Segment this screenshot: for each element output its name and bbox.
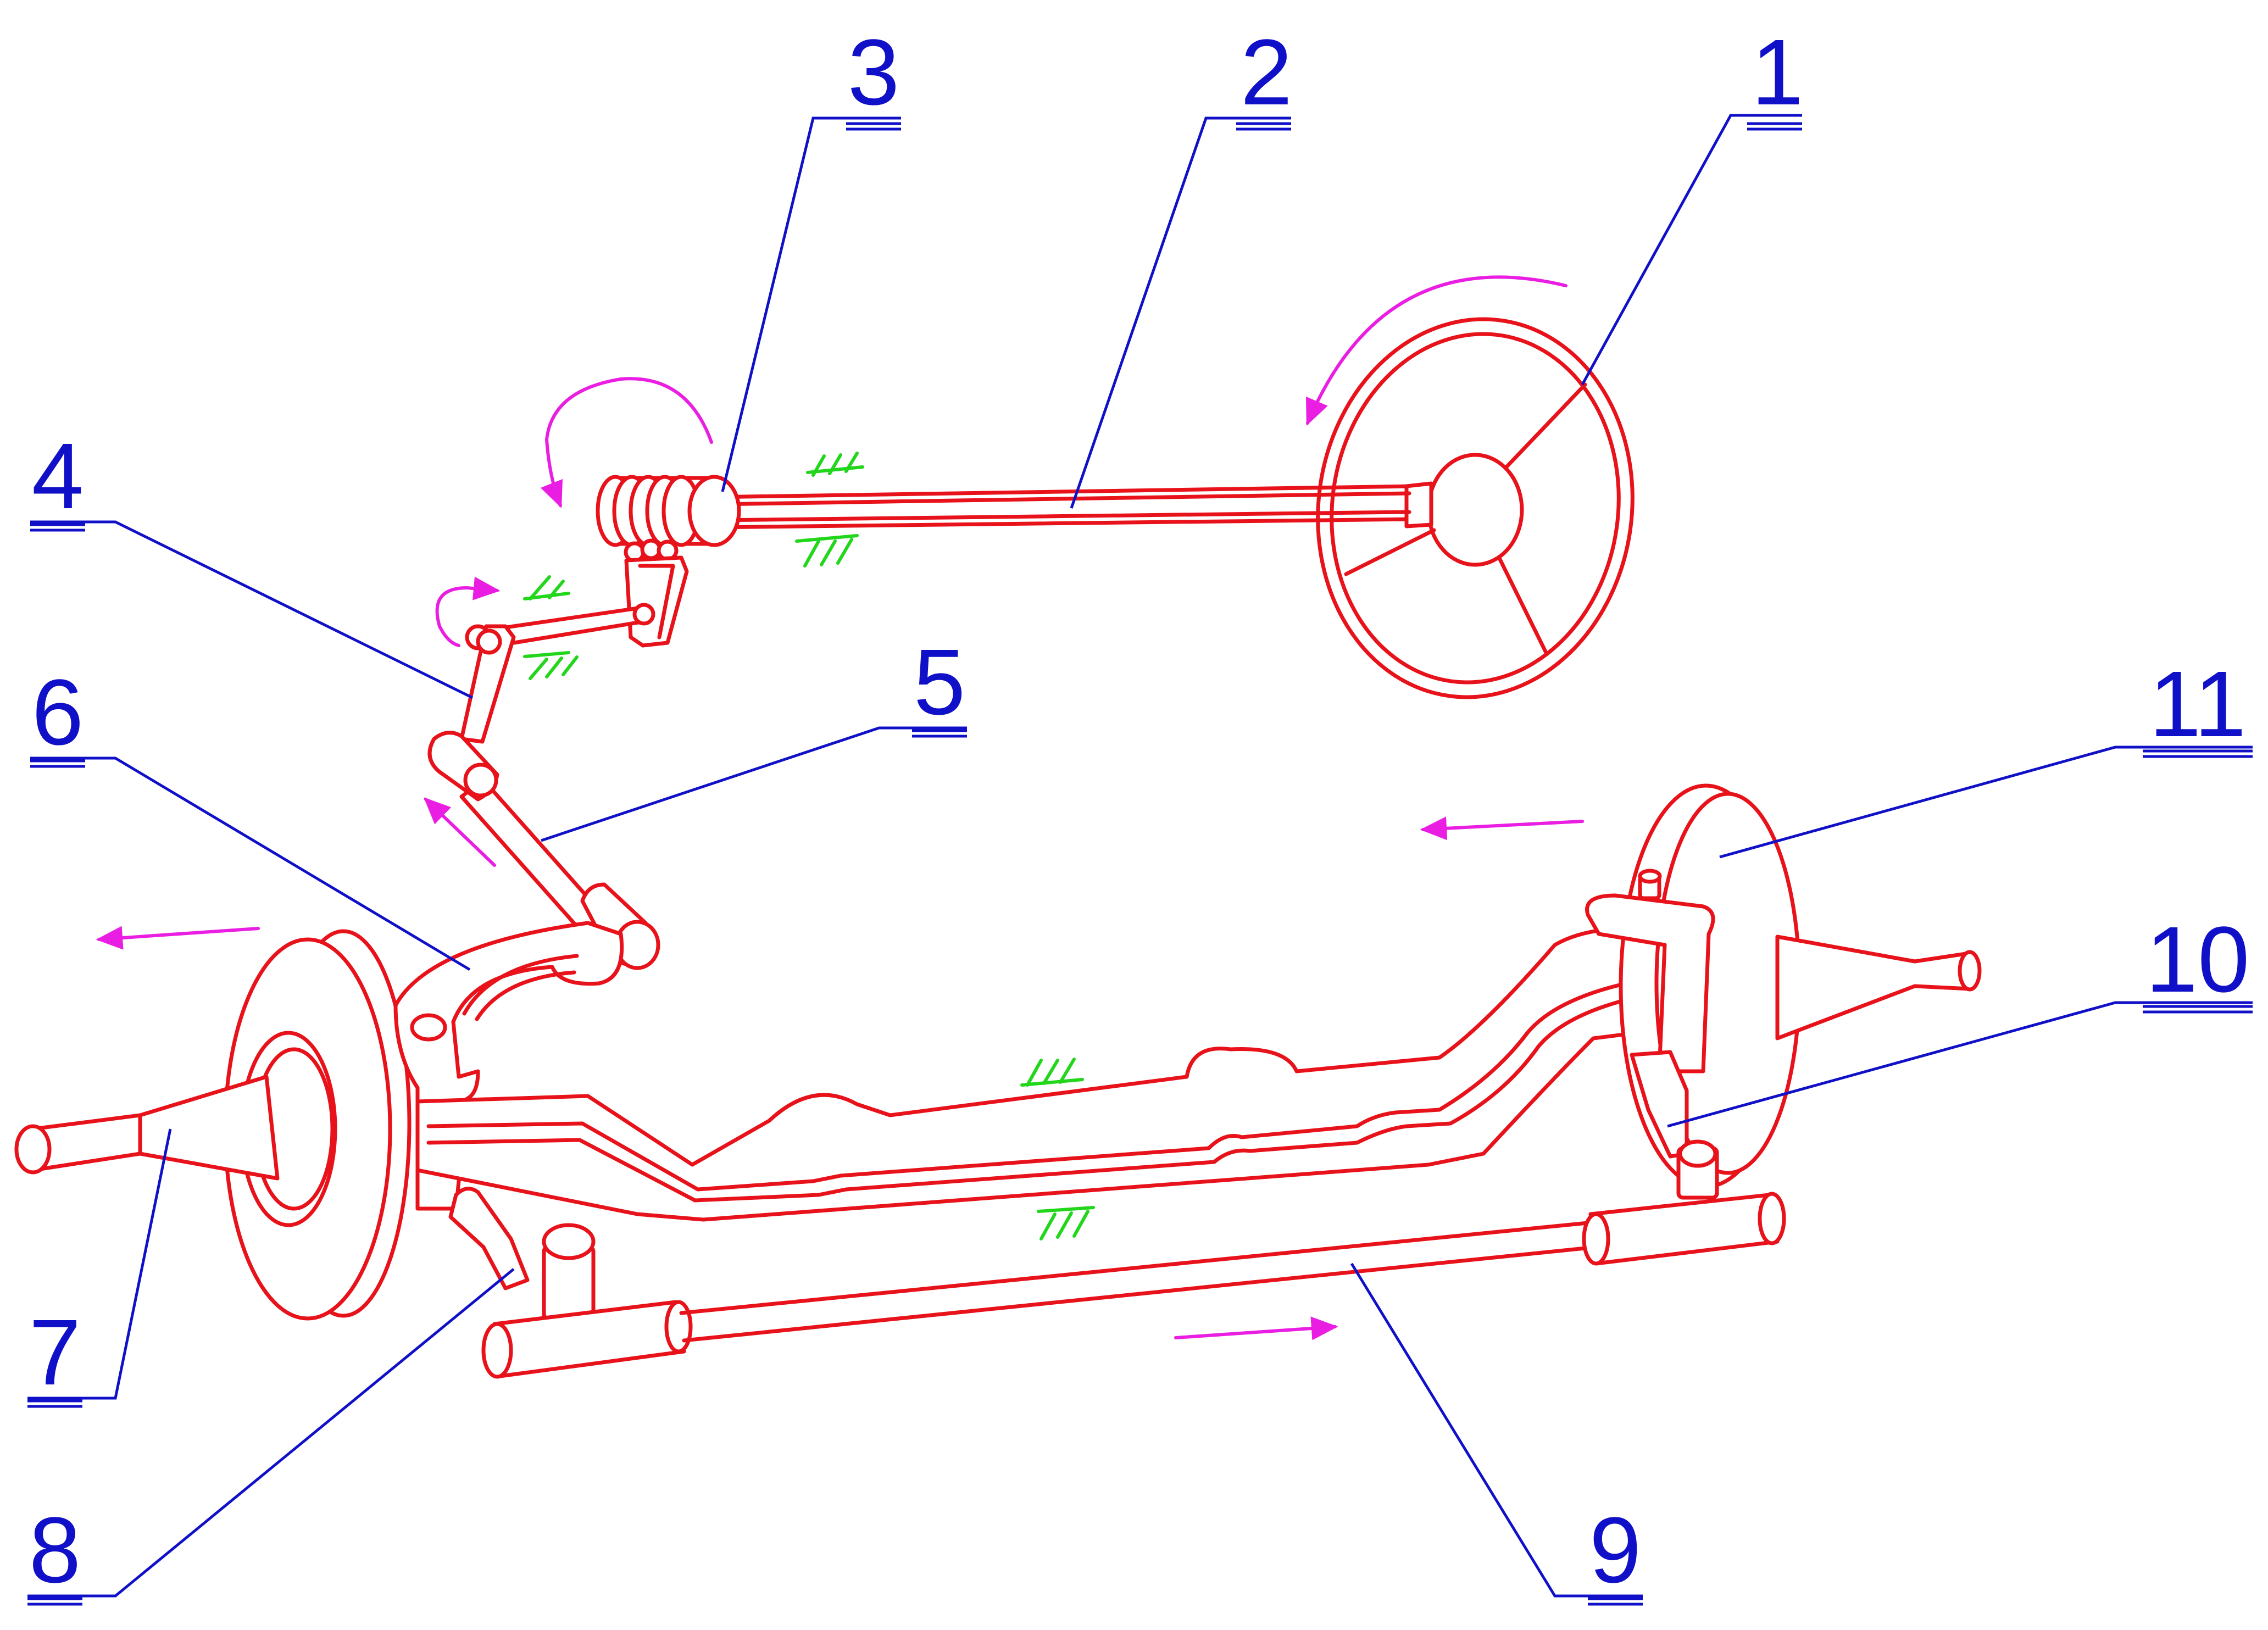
leader-6 — [30, 756, 471, 971]
tie-rod — [481, 1192, 1786, 1379]
callout-2: 2 — [1241, 20, 1293, 125]
left-wheel-hub — [14, 929, 412, 1321]
rotation-arrow-steering-gear — [540, 377, 713, 509]
callout-8: 8 — [29, 1498, 81, 1603]
translation-arrow-left-wheel — [96, 926, 260, 950]
leader-1 — [1581, 114, 1802, 386]
leader-5 — [541, 726, 967, 842]
callout-leaders — [27, 114, 2253, 1598]
callout-1: 1 — [1752, 20, 1804, 125]
translation-arrow-right-wheel — [1420, 816, 1584, 841]
steering-wheel — [1316, 317, 1635, 699]
rotation-arrow-pitman-head — [465, 576, 501, 600]
leader-3 — [721, 116, 901, 492]
ground-mark-pitman-lower — [523, 651, 579, 680]
ground-mark-column-lower — [795, 534, 859, 568]
leader-11 — [1719, 746, 2253, 859]
rotation-arrow-steering-wheel — [1306, 275, 1567, 426]
ground-mark-column-upper — [806, 452, 864, 477]
leader-8 — [27, 1268, 515, 1598]
callout-11: 11 — [2149, 652, 2246, 756]
callout-4: 4 — [32, 424, 84, 529]
leader-7 — [27, 1128, 172, 1400]
leader-2 — [1070, 116, 1291, 509]
rotation-arrow-pitman — [435, 586, 469, 647]
callout-5: 5 — [914, 630, 966, 735]
callout-6: 6 — [32, 660, 84, 765]
callout-10: 10 — [2145, 908, 2249, 1012]
leader-4 — [30, 520, 474, 699]
ground-mark-axle-lower — [1037, 1206, 1095, 1240]
translation-arrow-tie-rod — [1174, 1316, 1338, 1340]
callout-labels: 1 2 3 4 5 6 7 8 9 10 11 — [27, 20, 2253, 1606]
front-axle-beam — [415, 921, 1694, 1222]
leader-10 — [1667, 1001, 2253, 1128]
pitman-arm — [459, 603, 655, 744]
right-knuckle-arm — [1585, 869, 1719, 1200]
steering-gear — [596, 475, 741, 648]
left-knuckle-arm — [448, 1187, 596, 1321]
leader-9 — [1350, 1262, 1643, 1598]
ground-mark-pitman-upper — [523, 575, 570, 600]
callout-9: 9 — [1589, 1498, 1642, 1603]
steering-column — [707, 481, 1433, 530]
callout-7: 7 — [29, 1300, 81, 1405]
ground-marks — [523, 452, 1095, 1240]
drag-link — [427, 731, 660, 970]
ground-mark-axle-upper — [1020, 1058, 1084, 1087]
callout-3: 3 — [848, 20, 900, 125]
translation-arrow-drag-link — [424, 797, 496, 867]
motion-arrows — [96, 275, 1584, 1340]
